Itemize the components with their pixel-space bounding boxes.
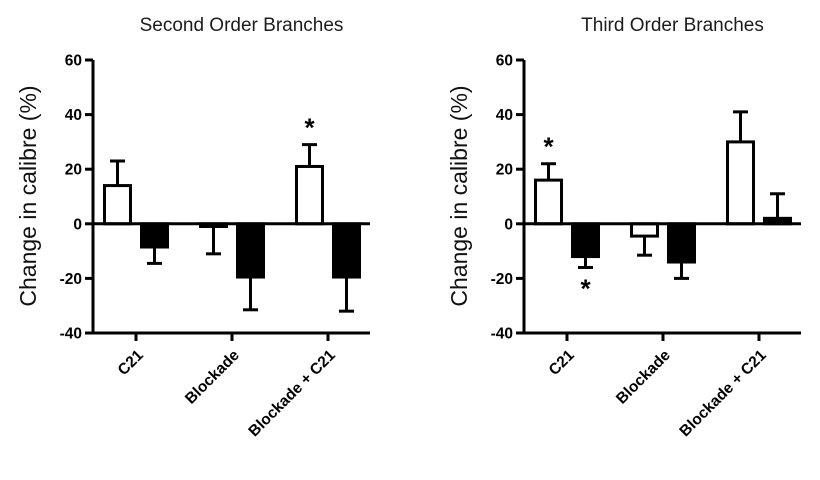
open-bar: [295, 164, 324, 226]
significance-asterisk: *: [543, 132, 554, 162]
chart-panel-second-order: Second Order Branches Change in calibre …: [15, 15, 370, 441]
y-tick-label: -20: [491, 271, 513, 288]
y-tick-label: -40: [491, 326, 513, 343]
x-category-label: Blockade + C21: [676, 347, 770, 441]
chart-title: Second Order Branches: [139, 15, 344, 36]
x-category-label: Blockade: [182, 347, 243, 408]
y-tick-label: 20: [65, 162, 82, 179]
filled-bar: [667, 222, 696, 264]
y-tick-label: 60: [496, 53, 513, 70]
y-tick-label: 20: [496, 162, 513, 179]
filled-bar: [332, 222, 361, 279]
significance-asterisk: *: [580, 273, 591, 303]
x-category-label: C21: [115, 347, 147, 379]
filled-bar: [140, 222, 169, 249]
filled-bar: [236, 222, 265, 279]
y-tick-label: 0: [73, 216, 82, 233]
open-bar: [103, 184, 132, 226]
y-tick-label: 40: [496, 107, 513, 124]
y-tick-label: 60: [65, 53, 82, 70]
y-tick-label: 40: [65, 107, 82, 124]
filled-bar: [571, 222, 600, 259]
y-tick-label: -40: [60, 326, 82, 343]
open-bar: [630, 222, 659, 238]
chart-title: Third Order Branches: [581, 15, 764, 36]
x-category-label: C21: [546, 347, 578, 379]
x-category-label: Blockade: [613, 347, 674, 408]
open-bar: [534, 178, 563, 226]
y-tick-label: 0: [504, 216, 513, 233]
x-category-label: Blockade + C21: [245, 347, 339, 441]
significance-asterisk: *: [304, 113, 315, 143]
chart-panel-third-order: Third Order Branches Change in calibre (…: [410, 0, 820, 480]
y-tick-label: -20: [60, 271, 82, 288]
open-bar: [726, 140, 755, 226]
